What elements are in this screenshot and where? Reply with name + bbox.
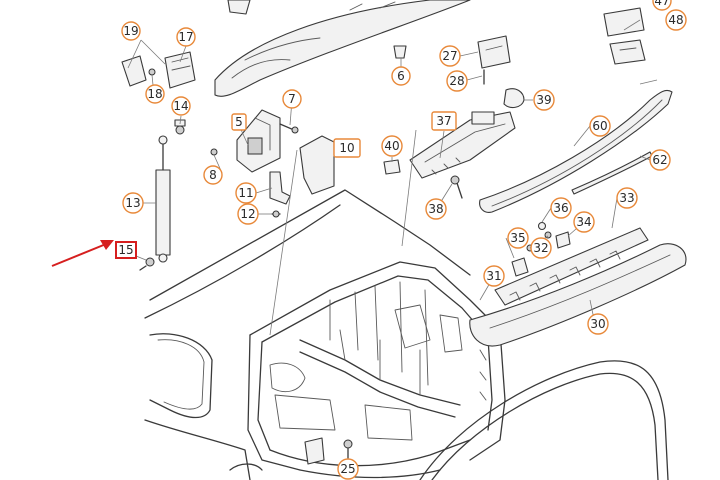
callout-36-text: 36 bbox=[553, 201, 568, 215]
hinge bbox=[236, 109, 281, 173]
callout-39-text: 39 bbox=[536, 93, 551, 107]
cover-10 bbox=[299, 135, 335, 195]
bracket-11 bbox=[269, 171, 291, 205]
callout-36[interactable]: 36 bbox=[550, 197, 572, 219]
hinge-cover bbox=[121, 51, 196, 89]
callout-48[interactable]: 48 bbox=[665, 9, 687, 31]
callout-33[interactable]: 33 bbox=[616, 187, 638, 209]
trim-bracket bbox=[494, 227, 649, 306]
callout-35-text: 35 bbox=[510, 231, 525, 245]
callout-6[interactable]: 6 bbox=[391, 66, 411, 86]
callout-14-text: 14 bbox=[173, 99, 188, 113]
small-clips bbox=[511, 221, 571, 277]
callout-40-text: 40 bbox=[384, 139, 399, 153]
callout-48-text: 48 bbox=[668, 13, 683, 27]
tailgate-lower-trim bbox=[469, 243, 687, 347]
buffer bbox=[304, 437, 325, 465]
callout-10-text: 10 bbox=[339, 141, 354, 155]
callout-34[interactable]: 34 bbox=[573, 211, 595, 233]
callout-30[interactable]: 30 bbox=[587, 313, 609, 335]
ball-stud bbox=[139, 257, 155, 271]
callout-25-text: 25 bbox=[340, 462, 355, 476]
callout-17[interactable]: 17 bbox=[176, 27, 196, 47]
callout-13-text: 13 bbox=[125, 196, 140, 210]
callout-47-text: 47 bbox=[654, 0, 669, 8]
bolt-7 bbox=[279, 123, 299, 134]
callout-14[interactable]: 14 bbox=[171, 96, 191, 116]
clip-40 bbox=[383, 159, 401, 175]
bolt-8 bbox=[210, 148, 218, 156]
callout-11[interactable]: 11 bbox=[235, 182, 257, 204]
callout-62-text: 62 bbox=[652, 153, 667, 167]
callout-11-text: 11 bbox=[238, 186, 253, 200]
callout-12-text: 12 bbox=[240, 207, 255, 221]
callout-8-text: 8 bbox=[209, 168, 217, 182]
switch-48 bbox=[603, 7, 646, 65]
callout-32-text: 32 bbox=[533, 241, 548, 255]
spoiler bbox=[479, 89, 673, 213]
callout-18[interactable]: 18 bbox=[145, 84, 165, 104]
callout-19[interactable]: 19 bbox=[121, 21, 141, 41]
callout-31-text: 31 bbox=[486, 269, 501, 283]
callout-18-text: 18 bbox=[147, 87, 162, 101]
callout-60[interactable]: 60 bbox=[589, 115, 611, 137]
callout-5[interactable]: 5 bbox=[231, 113, 247, 131]
callout-25[interactable]: 25 bbox=[337, 458, 359, 480]
callout-39[interactable]: 39 bbox=[533, 89, 555, 111]
gas-strut bbox=[155, 135, 171, 263]
callout-28-text: 28 bbox=[449, 74, 464, 88]
callout-60-text: 60 bbox=[592, 119, 607, 133]
callout-37[interactable]: 37 bbox=[431, 111, 457, 131]
callout-7[interactable]: 7 bbox=[282, 89, 302, 109]
callout-6-text: 6 bbox=[397, 69, 405, 83]
bolt-12 bbox=[271, 210, 281, 218]
callout-15-text: 15 bbox=[118, 243, 133, 257]
callout-15-highlighted[interactable]: 15 bbox=[115, 241, 137, 259]
callout-10[interactable]: 10 bbox=[333, 138, 361, 158]
callout-12[interactable]: 12 bbox=[237, 203, 259, 225]
callout-31[interactable]: 31 bbox=[483, 265, 505, 287]
callout-32[interactable]: 32 bbox=[530, 237, 552, 259]
callout-47[interactable]: 47 bbox=[652, 0, 672, 11]
vehicle-body-outline bbox=[144, 189, 506, 480]
clip-6 bbox=[393, 45, 407, 59]
lock-37 bbox=[409, 111, 516, 179]
bolt-38 bbox=[450, 175, 463, 199]
callout-30-text: 30 bbox=[590, 317, 605, 331]
leader-lines bbox=[125, 19, 658, 470]
tailgate-seal bbox=[419, 360, 669, 480]
callout-40[interactable]: 40 bbox=[381, 135, 403, 157]
callout-38-text: 38 bbox=[428, 202, 443, 216]
callout-35[interactable]: 35 bbox=[507, 227, 529, 249]
tailgate-upper-panel bbox=[214, 0, 471, 97]
callout-28[interactable]: 28 bbox=[446, 70, 468, 92]
callout-37-text: 37 bbox=[436, 114, 451, 128]
callout-27[interactable]: 27 bbox=[439, 45, 461, 67]
callout-62[interactable]: 62 bbox=[649, 149, 671, 171]
callout-8[interactable]: 8 bbox=[203, 165, 223, 185]
callout-27-text: 27 bbox=[442, 49, 457, 63]
callout-33-text: 33 bbox=[619, 191, 634, 205]
callout-38[interactable]: 38 bbox=[425, 198, 447, 220]
callout-17-text: 17 bbox=[178, 30, 193, 44]
callout-5-text: 5 bbox=[235, 115, 243, 129]
switch-27 bbox=[477, 35, 511, 85]
highlight-arrow bbox=[51, 240, 114, 267]
callout-7-text: 7 bbox=[288, 92, 296, 106]
grommet-39 bbox=[503, 88, 525, 109]
callout-34-text: 34 bbox=[576, 215, 591, 229]
bolt-25 bbox=[343, 439, 353, 459]
callout-13[interactable]: 13 bbox=[122, 192, 144, 214]
callout-19-text: 19 bbox=[123, 24, 138, 38]
